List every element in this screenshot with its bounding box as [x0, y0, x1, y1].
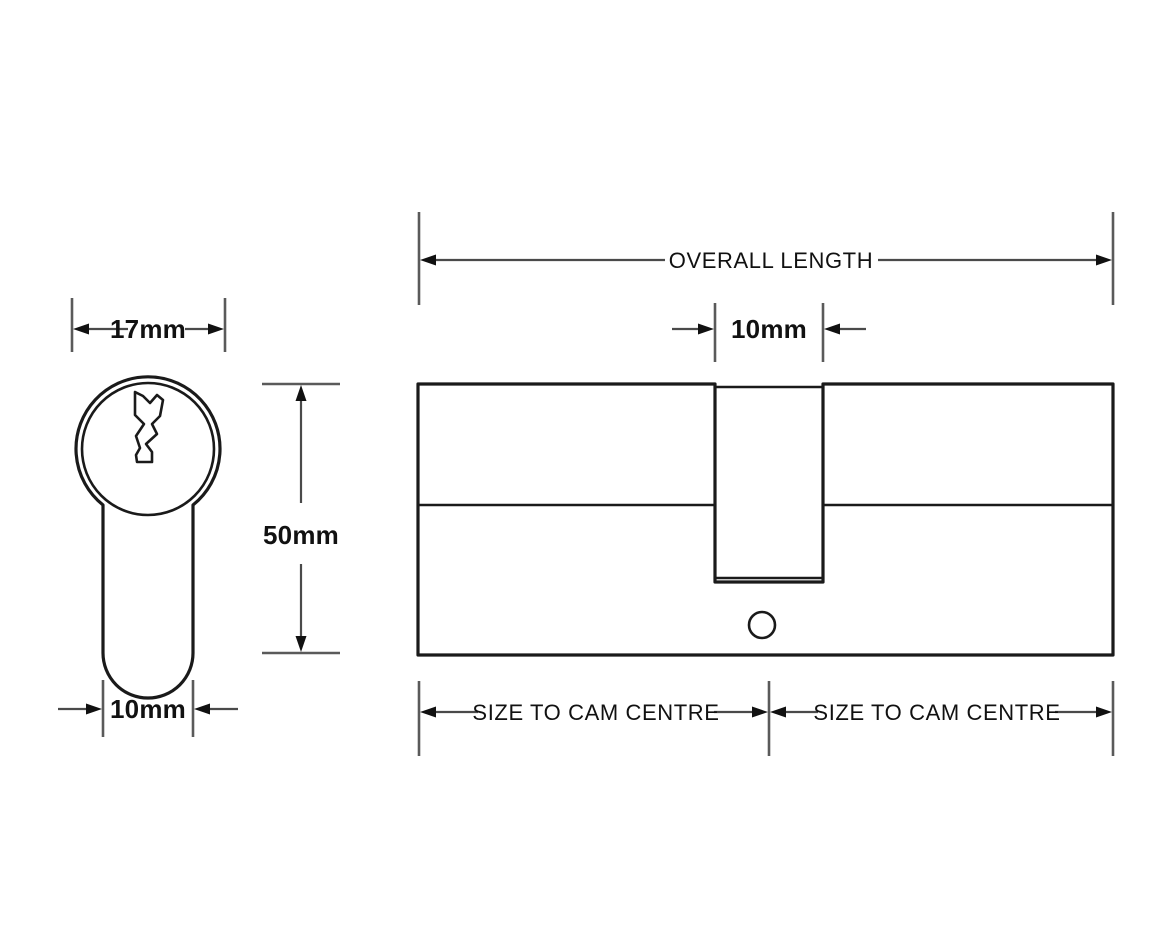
dimension-size-to-cam-centre: SIZE TO CAM CENTRE SIZE TO CAM CENTRE: [417, 681, 1115, 756]
profile-outer-outline: [74, 375, 222, 700]
dimension-overall-length: OVERALL LENGTH: [417, 212, 1115, 305]
label-bottom-10mm: 10mm: [110, 694, 186, 724]
label-width-17mm: 17mm: [110, 314, 186, 344]
fixing-screw-hole-icon: [747, 610, 777, 640]
arrow-right-icon: [1096, 706, 1112, 718]
label-height-50mm: 50mm: [263, 520, 339, 550]
arrow-right-icon: [698, 323, 714, 335]
arrow-down-icon: [295, 636, 307, 652]
profile-inner-circle: [80, 381, 216, 517]
arrow-left-icon: [770, 706, 786, 718]
dimension-width-17mm: 17mm: [70, 298, 227, 352]
arrow-left-icon: [420, 706, 436, 718]
arrow-up-icon: [295, 385, 307, 401]
label-cam-10mm: 10mm: [731, 314, 807, 344]
arrow-left-icon: [420, 254, 436, 266]
dimension-cam-width-10mm: 10mm: [672, 303, 866, 362]
cylinder-side-body: [416, 382, 1115, 657]
label-size-to-cam-right: SIZE TO CAM CENTRE: [813, 700, 1060, 725]
arrow-left-icon: [73, 323, 89, 335]
body-outline: [416, 382, 1115, 657]
arrow-right-icon: [86, 703, 102, 715]
label-overall-length: OVERALL LENGTH: [669, 248, 873, 273]
label-size-to-cam-left: SIZE TO CAM CENTRE: [472, 700, 719, 725]
dimension-body-width-10mm: 10mm: [58, 680, 238, 737]
arrow-right-icon: [752, 706, 768, 718]
arrow-right-icon: [208, 323, 224, 335]
keyway-icon: [133, 390, 165, 464]
dimension-height-50mm: 50mm: [262, 382, 340, 655]
arrow-left-icon: [194, 703, 210, 715]
cylinder-profile-shape: [74, 375, 222, 700]
arrow-left-icon: [824, 323, 840, 335]
arrow-right-icon: [1096, 254, 1112, 266]
